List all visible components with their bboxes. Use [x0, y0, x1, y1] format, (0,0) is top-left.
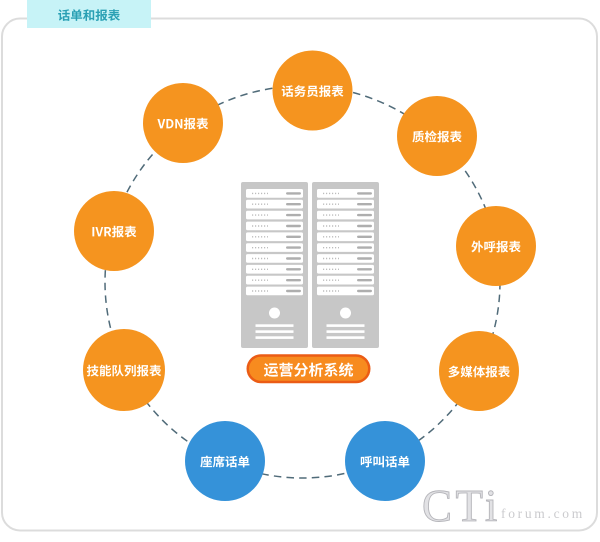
svg-text:forum.com: forum.com	[501, 506, 585, 521]
svg-text:CTi: CTi	[422, 481, 501, 531]
